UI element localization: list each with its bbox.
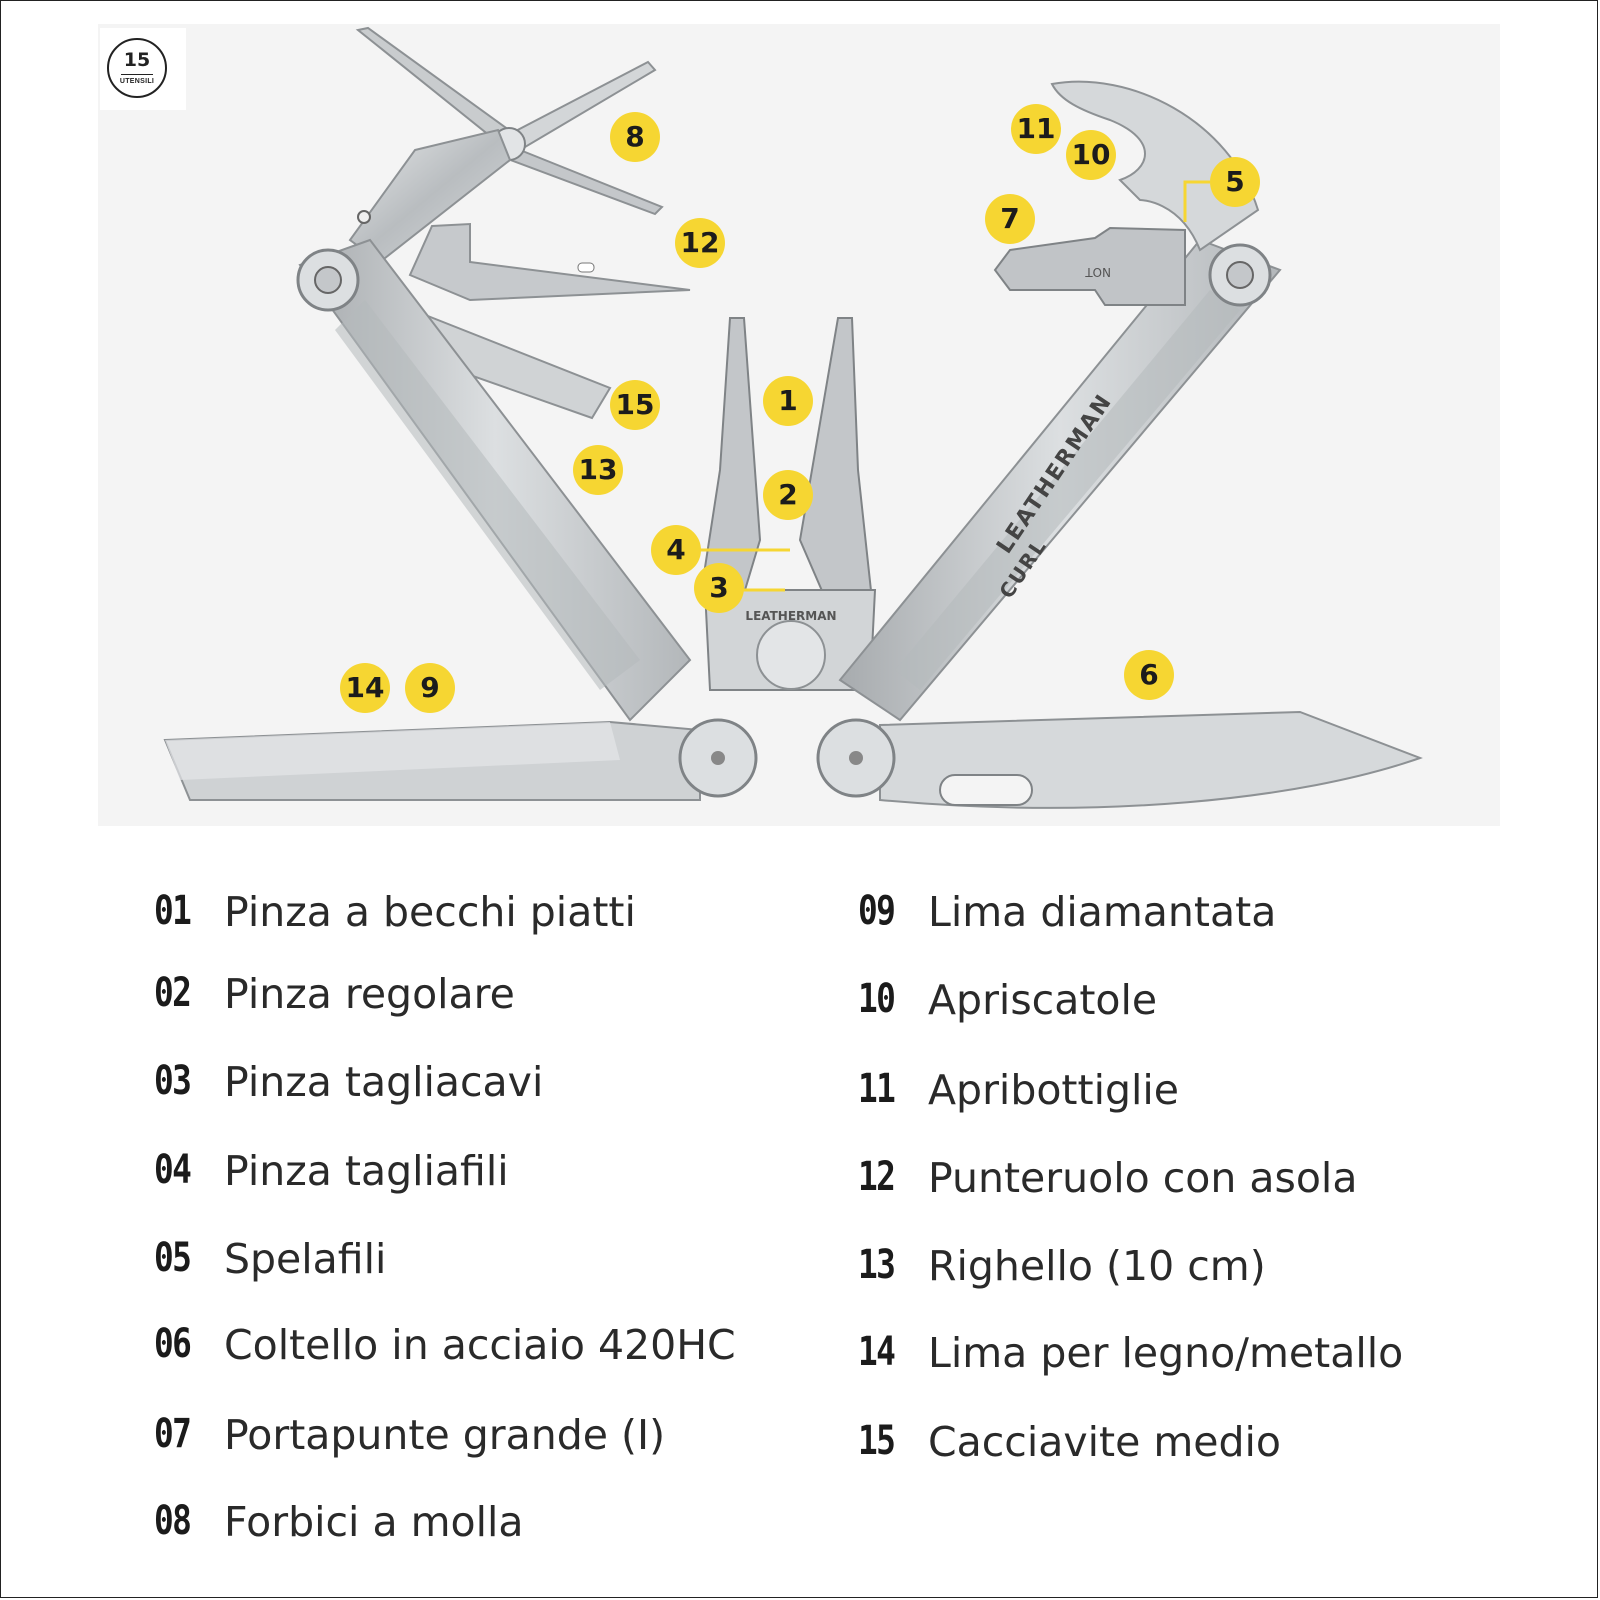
item-number: 07 bbox=[154, 1411, 192, 1457]
item-number: 12 bbox=[858, 1154, 896, 1200]
item-number: 14 bbox=[858, 1329, 896, 1375]
item-label: Apriscatole bbox=[928, 976, 1158, 1024]
callout-14: 14 bbox=[340, 663, 390, 713]
item-number: 15 bbox=[858, 1418, 896, 1464]
callout-6: 6 bbox=[1124, 650, 1174, 700]
item-label: Coltello in acciaio 420HC bbox=[224, 1321, 736, 1369]
item-label: Forbici a molla bbox=[224, 1498, 524, 1546]
item-number: 11 bbox=[858, 1066, 896, 1112]
callout-5: 5 bbox=[1210, 157, 1260, 207]
item-label: Lima diamantata bbox=[928, 888, 1277, 936]
item-label: Portapunte grande (I) bbox=[224, 1411, 666, 1459]
badge-circle: 15 UTENSILI bbox=[107, 38, 167, 98]
item-number: 04 bbox=[154, 1147, 192, 1193]
item-label: Apribottiglie bbox=[928, 1066, 1180, 1114]
badge-caption: UTENSILI bbox=[119, 78, 155, 85]
item-label: Pinza tagliafili bbox=[224, 1147, 509, 1195]
item-label: Righello (10 cm) bbox=[928, 1242, 1266, 1290]
callout-13: 13 bbox=[573, 445, 623, 495]
item-label: Pinza tagliacavi bbox=[224, 1058, 544, 1106]
callout-2: 2 bbox=[763, 470, 813, 520]
callout-12: 12 bbox=[675, 218, 725, 268]
callout-4: 4 bbox=[651, 525, 701, 575]
callout-11: 11 bbox=[1011, 104, 1061, 154]
badge-count: 15 bbox=[123, 49, 151, 71]
badge-divider bbox=[121, 74, 153, 75]
item-label: Punteruolo con asola bbox=[928, 1154, 1358, 1202]
callout-8: 8 bbox=[610, 112, 660, 162]
scissors-tool bbox=[355, 26, 664, 216]
callout-9: 9 bbox=[405, 663, 455, 713]
item-number: 03 bbox=[154, 1058, 192, 1104]
item-number: 05 bbox=[154, 1235, 192, 1281]
callout-1: 1 bbox=[763, 376, 813, 426]
pliers-jaws: LEATHERMAN bbox=[698, 317, 877, 691]
product-photo-area bbox=[98, 24, 1500, 826]
bit-engraving: NOT bbox=[1085, 265, 1111, 279]
item-label: Pinza a becchi piatti bbox=[224, 888, 636, 936]
item-number: 01 bbox=[154, 888, 192, 934]
item-label: Cacciavite medio bbox=[928, 1418, 1282, 1466]
item-label: Pinza regolare bbox=[224, 970, 515, 1018]
item-number: 13 bbox=[858, 1242, 896, 1288]
item-number: 09 bbox=[858, 888, 896, 934]
callout-7: 7 bbox=[985, 194, 1035, 244]
callout-3: 3 bbox=[694, 563, 744, 613]
pivot-engraving: LEATHERMAN bbox=[745, 609, 836, 623]
item-label: Lima per legno/metallo bbox=[928, 1329, 1404, 1377]
item-number: 06 bbox=[154, 1321, 192, 1367]
item-number: 10 bbox=[858, 976, 896, 1022]
item-number: 08 bbox=[154, 1498, 192, 1544]
item-number: 02 bbox=[154, 970, 192, 1016]
callout-10: 10 bbox=[1066, 130, 1116, 180]
multitool-illustration: LEATHERMAN LEATHERMAN CURL NOT bbox=[163, 26, 1423, 809]
tool-count-badge: 15 UTENSILI bbox=[100, 28, 186, 110]
item-label: Spelafili bbox=[224, 1235, 387, 1283]
callout-15: 15 bbox=[610, 380, 660, 430]
